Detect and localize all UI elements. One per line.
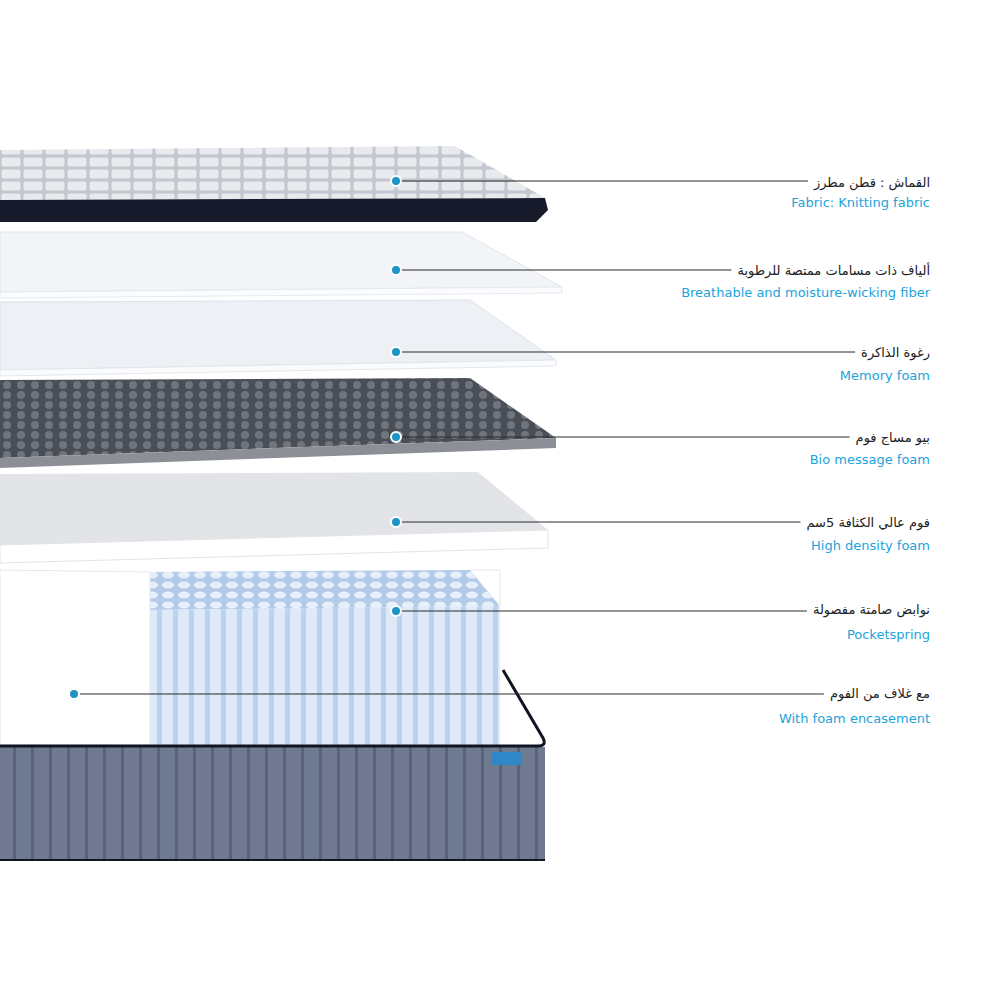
arabic-label: مع غلاف من الفوم (830, 685, 930, 703)
fabric-edge (0, 198, 548, 222)
fabric-layer (0, 146, 545, 200)
base-bottom (0, 859, 545, 861)
foam-encasement (0, 570, 150, 745)
callout-dot (391, 176, 401, 186)
leader-line (396, 270, 731, 271)
english-label: Pocketspring (847, 626, 930, 644)
leader-line (396, 522, 800, 523)
arabic-label: القماش : قطن مطرز (814, 174, 930, 192)
arabic-label: ألياف ذات مسامات ممتصة للرطوبة (737, 262, 930, 280)
base-cover (0, 747, 545, 860)
encasement-corner (500, 672, 545, 745)
callout-dot (391, 265, 401, 275)
leader-line (396, 611, 807, 612)
leader-line (74, 694, 824, 695)
encasement-edge (470, 570, 500, 606)
spring-top (150, 570, 500, 610)
callout-dot (391, 606, 401, 616)
english-label: Breathable and moisture-wicking fiber (681, 284, 930, 302)
massage-foam-edge (0, 438, 556, 468)
base-border (0, 670, 544, 746)
memory-foam-edge (0, 360, 556, 376)
english-label: Memory foam (840, 367, 930, 385)
english-label: Bio message foam (810, 451, 930, 469)
pocket-springs (150, 606, 500, 745)
leader-line (396, 437, 850, 438)
english-label: With foam encasement (779, 710, 930, 728)
arabic-label: رغوة الذاكرة (861, 344, 930, 362)
high-density-foam-edge (0, 530, 548, 563)
leader-line (396, 352, 855, 353)
brand-tag (492, 752, 522, 765)
callout-dot (391, 517, 401, 527)
arabic-label: نوابض صامتة مفصولة (813, 601, 930, 619)
fiber-layer (0, 232, 562, 292)
callout-dot (391, 432, 401, 442)
arabic-label: بيو مساج فوم (856, 429, 930, 447)
arabic-label: فوم عالي الكثافة 5سم (806, 514, 930, 532)
leader-line (396, 181, 808, 182)
memory-foam-layer (0, 300, 556, 370)
fiber-edge (0, 287, 562, 298)
callout-dot (69, 689, 79, 699)
callout-dot (391, 347, 401, 357)
callout-dots (69, 176, 401, 699)
leader-lines (74, 181, 855, 694)
english-label: High density foam (811, 537, 930, 555)
english-label: Fabric: Knitting fabric (791, 194, 930, 212)
